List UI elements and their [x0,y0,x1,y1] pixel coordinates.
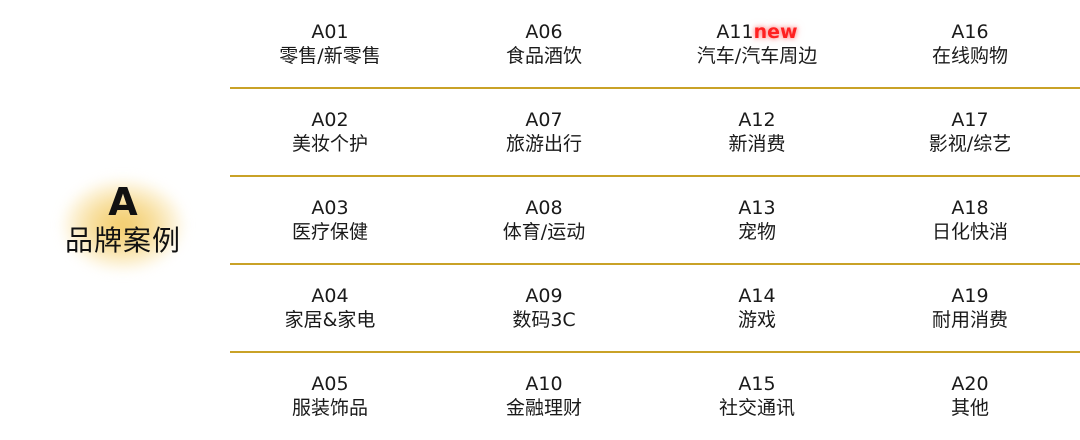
category-item[interactable]: A08 体育/运动 [444,196,644,244]
category-name: 零售/新零售 [279,45,381,67]
category-name: 体育/运动 [502,221,586,243]
row-divider [230,351,1080,353]
section-label: A 品牌案例 [28,150,218,290]
category-item[interactable]: A05 服装饰品 [230,372,430,420]
category-name: 宠物 [737,221,776,243]
category-name: 美妆个护 [291,133,368,155]
category-name: 游戏 [737,309,776,331]
row-divider [230,263,1080,265]
category-item[interactable]: A04 家居&家电 [230,284,430,332]
category-item[interactable]: A11new 汽车/汽车周边 [657,20,857,68]
glow-background [63,180,183,270]
category-code: A06 [525,21,563,43]
category-code: A09 [525,285,563,307]
category-name: 影视/综艺 [928,133,1012,155]
grid-row: A04 家居&家电 A09 数码3C A14 游戏 A19 耐用消费 [230,264,1080,352]
category-item[interactable]: A07 旅游出行 [444,108,644,156]
category-code-text: A11 [716,21,754,43]
category-name: 其他 [950,397,989,419]
category-name: 金融理财 [505,397,582,419]
category-item[interactable]: A13 宠物 [657,196,857,244]
category-code: A18 [951,197,989,219]
category-item[interactable]: A02 美妆个护 [230,108,430,156]
row-divider [230,175,1080,177]
category-item[interactable]: A19 耐用消费 [870,284,1070,332]
category-name: 医疗保健 [291,221,368,243]
category-code: A03 [311,197,349,219]
category-name: 食品酒饮 [505,45,582,67]
category-code: A12 [738,109,776,131]
category-code: A11new [657,20,857,44]
category-code: A20 [951,373,989,395]
category-code: A05 [311,373,349,395]
category-name: 数码3C [512,309,576,331]
category-name: 服装饰品 [291,397,368,419]
section-title: 品牌案例 [64,224,181,257]
category-name: 新消费 [728,133,786,155]
grid-row: A02 美妆个护 A07 旅游出行 A12 新消费 A17 影视/综艺 [230,88,1080,176]
grid-row: A05 服装饰品 A10 金融理财 A15 社交通讯 A20 其他 [230,352,1080,440]
row-divider [230,87,1080,89]
category-name: 家居&家电 [284,309,376,331]
category-name: 汽车/汽车周边 [696,45,818,67]
new-badge: new [753,21,798,43]
category-code: A08 [525,197,563,219]
grid-row: A03 医疗保健 A08 体育/运动 A13 宠物 A18 日化快消 [230,176,1080,264]
category-item[interactable]: A10 金融理财 [444,372,644,420]
category-code: A07 [525,109,563,131]
category-code: A13 [738,197,776,219]
category-code: A17 [951,109,989,131]
category-item[interactable]: A09 数码3C [444,284,644,332]
category-name: 耐用消费 [931,309,1008,331]
category-code: A10 [525,373,563,395]
category-code: A02 [311,109,349,131]
category-grid: A01 零售/新零售 A06 食品酒饮 A11new 汽车/汽车周边 A16 在… [230,0,1080,439]
category-item[interactable]: A01 零售/新零售 [230,20,430,68]
category-item[interactable]: A03 医疗保健 [230,196,430,244]
category-name: 在线购物 [931,45,1008,67]
category-item[interactable]: A17 影视/综艺 [870,108,1070,156]
category-code: A14 [738,285,776,307]
grid-row: A01 零售/新零售 A06 食品酒饮 A11new 汽车/汽车周边 A16 在… [230,0,1080,88]
category-item[interactable]: A16 在线购物 [870,20,1070,68]
category-name: 社交通讯 [718,397,795,419]
category-code: A19 [951,285,989,307]
category-code: A04 [311,285,349,307]
category-name: 旅游出行 [505,133,582,155]
category-item[interactable]: A06 食品酒饮 [444,20,644,68]
category-code: A16 [951,21,989,43]
section-letter: A [108,180,138,224]
category-item[interactable]: A14 游戏 [657,284,857,332]
category-code: A15 [738,373,776,395]
category-item[interactable]: A18 日化快消 [870,196,1070,244]
category-item[interactable]: A12 新消费 [657,108,857,156]
category-name: 日化快消 [931,221,1008,243]
category-item[interactable]: A15 社交通讯 [657,372,857,420]
category-code: A01 [311,21,349,43]
category-item[interactable]: A20 其他 [870,372,1070,420]
